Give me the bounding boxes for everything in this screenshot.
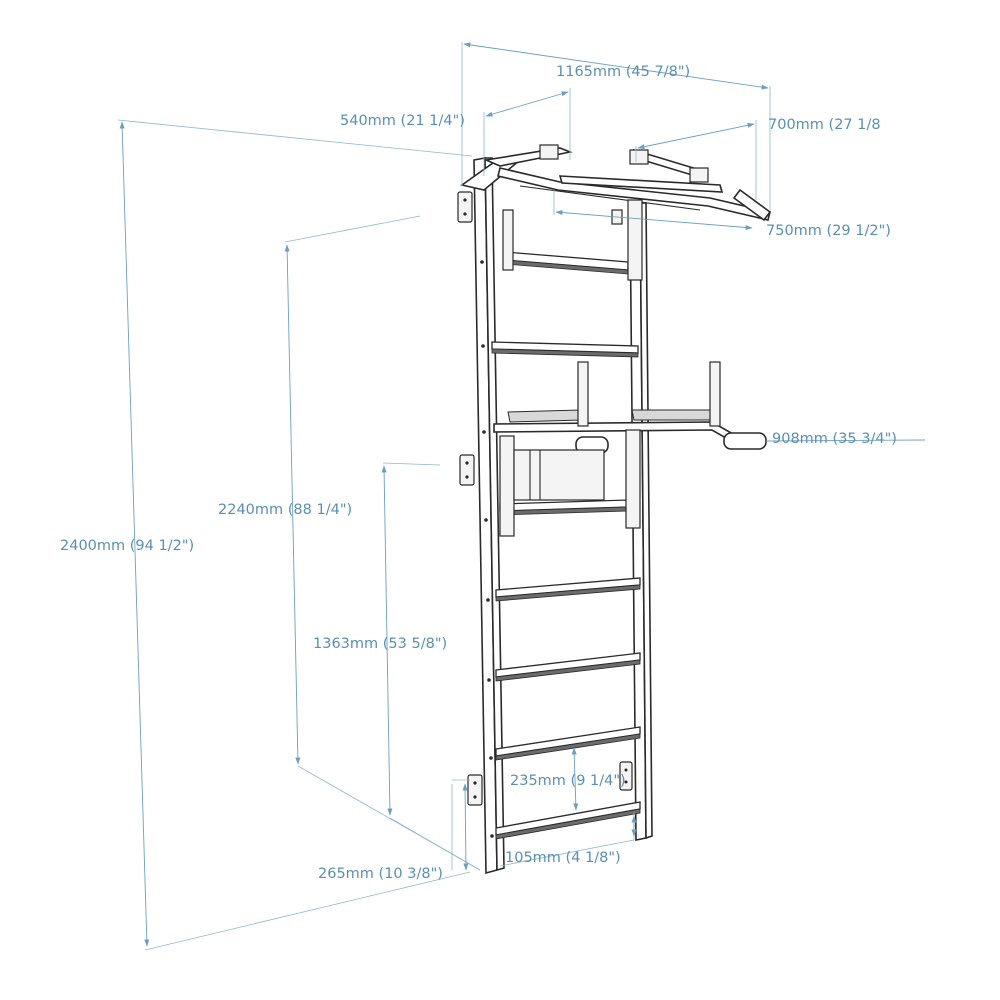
wall-bracket-middle	[459, 454, 475, 486]
rung	[495, 652, 641, 682]
wall-bracket-top	[457, 191, 473, 223]
rung	[491, 341, 639, 358]
dip-bar-height-label: 1363mm (53 5/8")	[313, 636, 447, 652]
rung-spacing-label: 235mm (9 1/4")	[510, 773, 626, 789]
rung	[499, 499, 629, 516]
dip-bar	[493, 361, 767, 537]
pullup-bar	[460, 144, 772, 281]
left-rail	[473, 157, 505, 875]
dimension-lines	[117, 42, 926, 951]
total-width-label: 1165mm (45 7/8")	[556, 64, 690, 80]
bracket-height-label: 265mm (10 3/8")	[318, 866, 443, 882]
ladder-rungs	[491, 251, 641, 840]
pullup-bar-depth-label: 700mm (27 1/8	[768, 117, 881, 133]
ladder-depth-label: 540mm (21 1/4")	[340, 113, 465, 129]
total-height-label: 2400mm (94 1/2")	[60, 538, 194, 554]
wall-bars-equipment	[457, 144, 772, 875]
wall-bracket-bottom-left	[467, 774, 483, 806]
pullup-bar-width-label: 750mm (29 1/2")	[766, 223, 891, 239]
rung	[495, 726, 641, 761]
rung	[504, 251, 629, 275]
bottom-clearance-label: 105mm (4 1/8")	[505, 850, 621, 866]
rung	[495, 801, 641, 840]
ladder-height-label: 2240mm (88 1/4")	[218, 502, 352, 518]
dip-bar-width-label: 908mm (35 3/4")	[772, 431, 897, 447]
rung	[495, 577, 641, 602]
wall-bracket-bottom-right	[619, 761, 633, 791]
dimension-labels: 1165mm (45 7/8") 540mm (21 1/4") 700mm (…	[60, 64, 897, 882]
